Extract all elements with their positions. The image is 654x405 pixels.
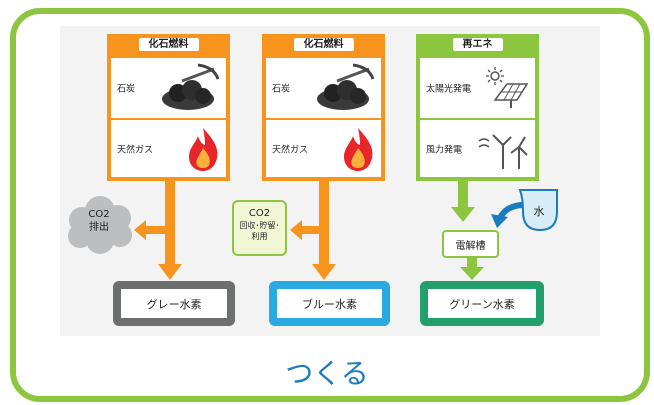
- gray-flow-arrow-shaft: [165, 181, 175, 267]
- coal-pile-pickaxe-icon: [162, 63, 220, 110]
- coal-pile-pickaxe-icon: [317, 63, 375, 110]
- emission-arrow-shaft: [144, 226, 166, 234]
- solar-panel-icon: [486, 67, 529, 108]
- blue-hydrogen-box: ブルー水素: [269, 281, 390, 326]
- green-hydrogen-label: グリーン水素: [449, 297, 515, 311]
- gray-hydrogen-box: グレー水素: [113, 281, 235, 326]
- co2-emission-line1: CO2: [88, 209, 110, 220]
- column-header: 化石燃料: [262, 34, 385, 54]
- blue-flow-arrow-shaft: [319, 181, 329, 267]
- solar-row: 太陽光発電: [416, 54, 539, 120]
- blue-hydrogen-label: ブルー水素: [302, 297, 357, 311]
- water-label: 水: [533, 205, 545, 218]
- gas-row: 天然ガス: [262, 118, 385, 181]
- coal-label: 石炭: [272, 84, 291, 95]
- water-arrow-shaft: [497, 202, 523, 220]
- co2-emission-label: CO2 排出: [68, 208, 130, 234]
- green-flow-arrowhead: [460, 267, 484, 280]
- gas-label: 天然ガス: [117, 145, 154, 155]
- fossil-column-blue: 化石燃料 石炭 天然ガス: [262, 34, 385, 181]
- capture-arrow-shaft: [300, 226, 320, 234]
- gas-row: 天然ガス: [107, 118, 230, 181]
- co2-capture-box: CO2 回収･貯留･ 利用: [232, 200, 287, 256]
- electrolyzer-box: 電解槽: [442, 230, 499, 258]
- water-drop-icon: [518, 189, 558, 232]
- blue-flow-arrowhead: [312, 264, 336, 280]
- water-arrowhead: [491, 214, 508, 228]
- wind-turbine-icon: [478, 133, 528, 169]
- co2-emission-line2: 排出: [89, 222, 109, 233]
- gray-flow-arrowhead: [158, 264, 182, 280]
- gray-hydrogen-label: グレー水素: [146, 297, 202, 311]
- solar-label: 太陽光発電: [426, 84, 472, 95]
- green-hydrogen-box: グリーン水素: [420, 281, 544, 326]
- co2-capture-line2: 回収･貯留･: [239, 221, 280, 230]
- fossil-column-gray: 化石燃料 石炭 天然ガス: [107, 34, 230, 181]
- column-header: 化石燃料: [107, 34, 230, 54]
- footer-title: つくる: [285, 357, 369, 390]
- wind-row: 風力発電: [416, 118, 539, 181]
- power-arrowhead: [451, 207, 475, 222]
- capture-arrowhead: [290, 220, 302, 240]
- emission-arrowhead: [134, 220, 146, 240]
- coal-row: 石炭: [262, 54, 385, 120]
- flame-icon: [189, 127, 218, 171]
- coal-row: 石炭: [107, 54, 230, 120]
- green-flow-arrow-shaft: [467, 258, 477, 270]
- coal-label: 石炭: [117, 84, 136, 95]
- column-header-label: 化石燃料: [138, 37, 199, 51]
- co2-capture-line1: CO2: [248, 208, 271, 219]
- wind-label: 風力発電: [426, 145, 463, 155]
- gas-label: 天然ガス: [272, 145, 309, 155]
- column-header-label: 再エネ: [452, 37, 503, 51]
- column-header: 再エネ: [416, 34, 539, 54]
- power-arrow-shaft: [458, 181, 468, 209]
- electrolyzer-label: 電解槽: [455, 240, 486, 252]
- flame-icon: [344, 127, 373, 171]
- column-header-label: 化石燃料: [293, 37, 354, 51]
- renewable-column: 再エネ 太陽光発電 風力発電: [416, 34, 539, 181]
- co2-capture-line3: 利用: [251, 232, 268, 241]
- cloud-icon: [68, 196, 132, 254]
